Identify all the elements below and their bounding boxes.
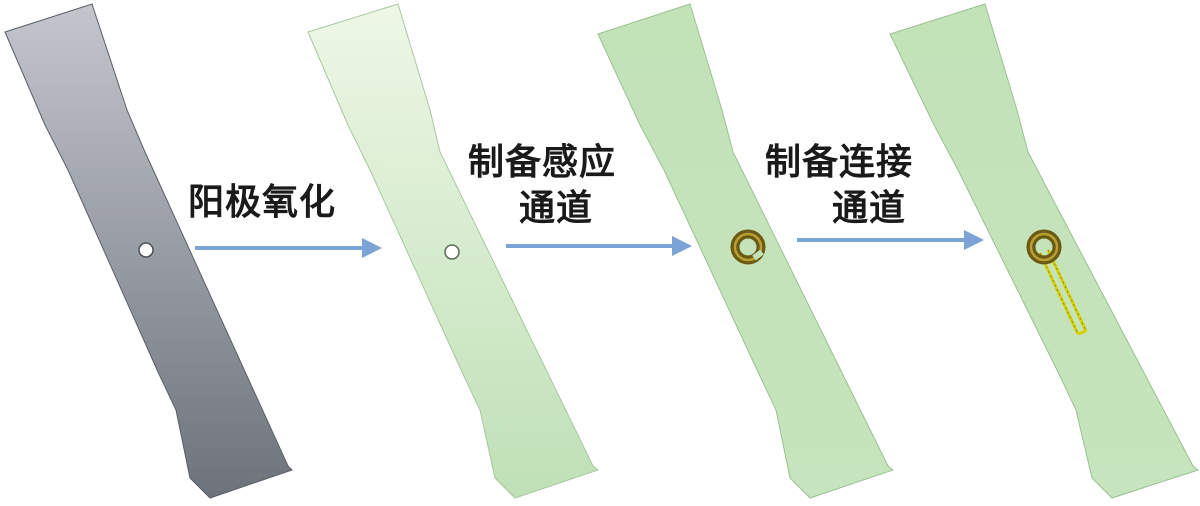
- specimen-body: [597, 3, 895, 499]
- sensing-ring: [1026, 229, 1062, 265]
- specimen-connection-channel: [889, 3, 1200, 499]
- specimen-sensing-channel: [597, 3, 895, 499]
- step-label-line1: 制备连接: [765, 142, 914, 183]
- step-label-line1: 制备感应: [468, 142, 617, 183]
- specimen-bare: [4, 3, 293, 499]
- hole: [138, 242, 154, 258]
- hole: [444, 244, 460, 260]
- step-label-connection-channel: 制备连接 通道: [765, 140, 913, 232]
- specimen-body: [889, 3, 1200, 499]
- step-label-sensing-channel: 制备感应 通道: [468, 140, 616, 232]
- connection-lead: [1038, 249, 1088, 336]
- step-label-line1: 阳极氧化: [188, 182, 337, 223]
- specimen-anodized: [307, 3, 600, 499]
- sensing-ring: [730, 229, 766, 265]
- step-label-line2: 通道: [832, 188, 907, 229]
- step-label-line2: 通道: [519, 188, 594, 229]
- step-label-anodize: 阳极氧化: [188, 180, 336, 226]
